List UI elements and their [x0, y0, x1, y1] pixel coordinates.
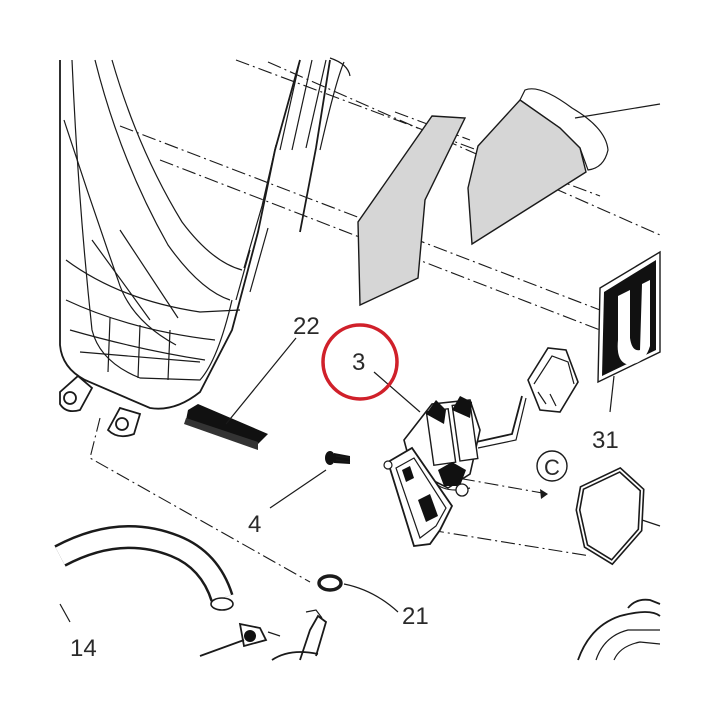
fuel-connector	[271, 609, 328, 661]
decal-u-part-31: U	[597, 250, 661, 384]
lower-right-component	[577, 598, 661, 661]
callout-22: 22	[293, 313, 320, 340]
pump-gasket	[575, 467, 645, 566]
callout-21: 21	[402, 603, 429, 630]
tank-sticker-left	[357, 115, 467, 307]
leader-31	[609, 375, 615, 413]
leader-22	[225, 337, 297, 425]
callout-4: 4	[248, 511, 261, 538]
tank-sticker-right	[467, 88, 609, 246]
arrowhead	[540, 489, 548, 499]
o-ring-part-21	[317, 574, 343, 592]
fuel-hose-part-14	[54, 525, 281, 657]
fuel-pump-assembly-part-3	[383, 347, 579, 547]
leader-right-sticker	[574, 103, 661, 119]
callout-14: 14	[70, 635, 97, 662]
leader-3	[373, 371, 421, 413]
leader-14	[59, 603, 71, 623]
callout-31: 31	[592, 427, 619, 454]
callout-3: 3	[352, 349, 365, 376]
highlight-circle	[321, 323, 399, 401]
foam-pad-part-22	[184, 404, 268, 450]
fuel-tank-outline	[59, 57, 351, 438]
view-marker-label: C	[544, 455, 560, 480]
leader-4	[269, 469, 327, 509]
view-marker-c: C	[536, 450, 568, 482]
screw-part-4	[325, 451, 351, 465]
leader-21	[343, 583, 399, 613]
leader-gasket	[641, 519, 661, 527]
